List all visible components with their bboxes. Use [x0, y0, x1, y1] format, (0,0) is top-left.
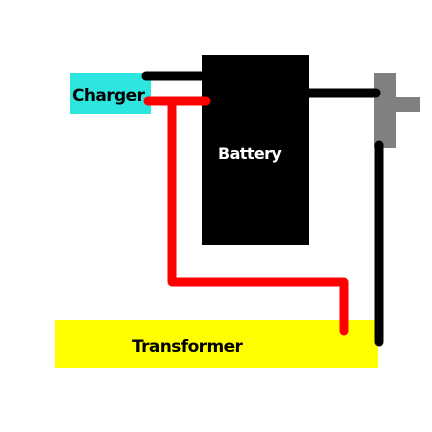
switch-arm [395, 97, 420, 112]
charger-label: Charger [72, 86, 146, 106]
switch-body [374, 73, 396, 148]
charger-block [70, 73, 151, 114]
battery-block [202, 55, 309, 245]
transformer-block [55, 320, 378, 368]
switch-icon [374, 73, 420, 148]
battery-label: Battery [218, 144, 282, 163]
negative-wires [141, 71, 384, 347]
transformer-label: Transformer [132, 337, 244, 357]
positive-wire [143, 96, 349, 336]
